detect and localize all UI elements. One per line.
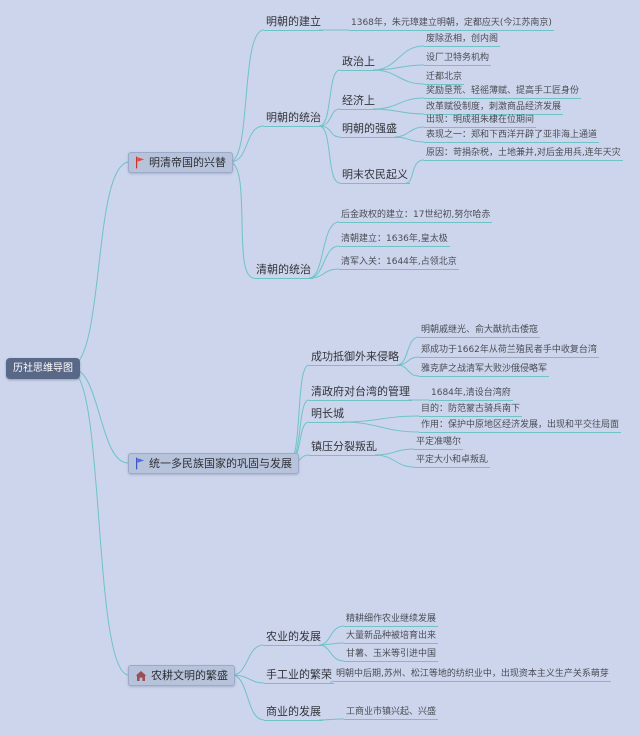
topic-economy[interactable]: 经济上 <box>340 93 377 110</box>
leaf-ming-founding-detail[interactable]: 1368年，朱元璋建立明朝，定都应天(今江苏南京) <box>349 17 554 31</box>
leaf-politics-item[interactable]: 迁都北京 <box>424 71 465 85</box>
leaf-agriculture-item[interactable]: 大量新品种被培育出来 <box>344 630 439 644</box>
topic-commerce[interactable]: 商业的发展 <box>264 704 323 721</box>
topic-resist-invasion[interactable]: 成功抵御外来侵略 <box>309 349 401 366</box>
leaf-resist-item[interactable]: 雅克萨之战清军大败沙俄侵略军 <box>419 363 550 377</box>
topic-ming-founding[interactable]: 明朝的建立 <box>264 14 323 31</box>
leaf-resist-item[interactable]: 郑成功于1662年从荷兰殖民者手中收复台湾 <box>419 344 599 358</box>
topic-taiwan-admin[interactable]: 清政府对台湾的管理 <box>309 384 412 401</box>
leaf-agriculture-item[interactable]: 甘薯、玉米等引进中国 <box>344 648 439 662</box>
leaf-rebellion-item[interactable]: 平定准噶尔 <box>414 436 464 450</box>
house-icon <box>135 670 147 682</box>
topic-ming-rule[interactable]: 明朝的统治 <box>264 110 323 127</box>
leaf-rebellion-item[interactable]: 平定大小和卓叛乱 <box>414 454 491 468</box>
topic-ming-prosperity[interactable]: 明朝的强盛 <box>340 121 399 138</box>
leaf-great-wall-item[interactable]: 目的：防范蒙古骑兵南下 <box>419 403 523 417</box>
topic-qing-rule[interactable]: 清朝的统治 <box>254 262 313 279</box>
topic-handicraft[interactable]: 手工业的繁荣 <box>264 667 334 684</box>
leaf-great-wall-item[interactable]: 作用：保护中原地区经济发展，出现和平交往局面 <box>419 419 622 433</box>
leaf-qing-rule-item[interactable]: 清军入关：1644年,占领北京 <box>339 256 459 270</box>
leaf-prosperity-item[interactable]: 表现之一：郑和下西洋开辟了亚非海上通道 <box>424 129 600 143</box>
blue-flag-icon <box>135 457 145 470</box>
leaf-resist-item[interactable]: 明朝戚继光、俞大猷抗击倭寇 <box>419 324 541 338</box>
leaf-agriculture-item[interactable]: 精耕细作农业继续发展 <box>344 613 439 627</box>
leaf-qing-rule-item[interactable]: 后金政权的建立：17世纪初,努尔哈赤 <box>339 209 493 223</box>
branch-node-agrarian-civilization[interactable]: 农耕文明的繁盛 <box>128 665 235 686</box>
branch-label: 农耕文明的繁盛 <box>151 669 228 682</box>
topic-suppress-rebellion[interactable]: 镇压分裂叛乱 <box>309 439 379 456</box>
leaf-politics-item[interactable]: 设厂卫特务机构 <box>424 52 492 66</box>
branch-node-ming-qing-empire[interactable]: 明清帝国的兴替 <box>128 152 233 173</box>
topic-agriculture[interactable]: 农业的发展 <box>264 629 323 646</box>
leaf-politics-item[interactable]: 废除丞相，创内阁 <box>424 33 501 47</box>
leaf-economy-item[interactable]: 奖励垦荒、轻徭薄赋、提高手工匠身份 <box>424 85 582 99</box>
leaf-prosperity-item[interactable]: 出现：明成祖朱棣在位期间 <box>424 114 537 128</box>
leaf-qing-rule-item[interactable]: 清朝建立：1636年,皇太极 <box>339 233 450 247</box>
leaf-taiwan-item[interactable]: 1684年,清设台湾府 <box>429 387 513 401</box>
leaf-handicraft-item[interactable]: 明朝中后期,苏州、松江等地的纺织业中，出现资本主义生产关系萌芽 <box>334 668 611 682</box>
branch-label: 统一多民族国家的巩固与发展 <box>149 457 292 470</box>
topic-great-wall[interactable]: 明长城 <box>309 406 346 423</box>
root-node[interactable]: 历社思维导图 <box>6 358 80 379</box>
leaf-commerce-item[interactable]: 工商业市镇兴起、兴盛 <box>344 706 439 720</box>
topic-peasant-uprising[interactable]: 明末农民起义 <box>340 167 410 184</box>
branch-label: 明清帝国的兴替 <box>149 156 226 169</box>
red-flag-icon <box>135 156 145 169</box>
leaf-uprising-item[interactable]: 原因：苛捐杂税，土地兼并,对后金用兵,连年天灾 <box>424 147 623 161</box>
branch-node-unified-nation[interactable]: 统一多民族国家的巩固与发展 <box>128 453 299 474</box>
topic-politics[interactable]: 政治上 <box>340 54 377 71</box>
leaf-economy-item[interactable]: 改革赋役制度，刺激商品经济发展 <box>424 101 564 115</box>
